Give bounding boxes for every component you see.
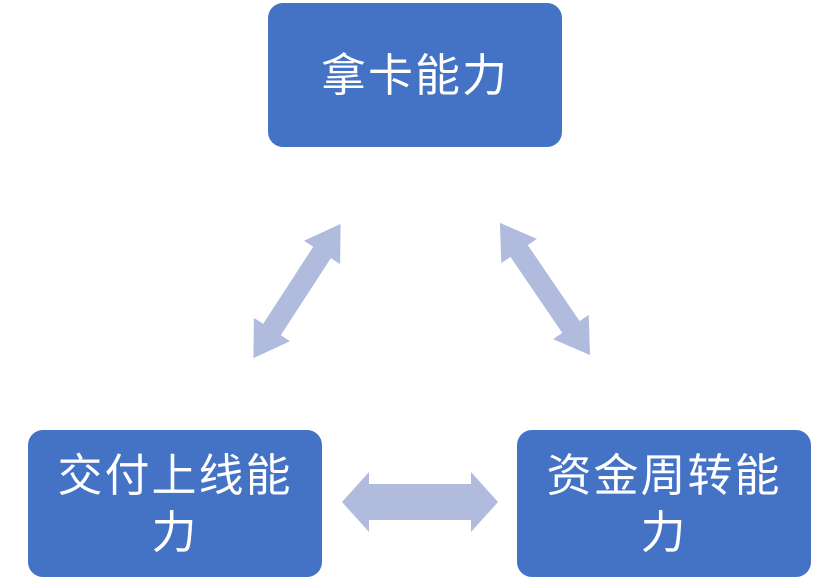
double-arrow-top-bottomright-icon [499,222,591,356]
double-arrow-bottomleft-bottomright-icon [342,472,498,532]
node-label: 交付上线能 力 [57,449,293,558]
double-arrow-top-bottomleft-icon [253,223,341,359]
node-capital-turnover-ability: 资金周转能 力 [517,430,811,577]
node-delivery-launch-ability: 交付上线能 力 [28,430,322,577]
node-label: 拿卡能力 [320,49,509,101]
node-label: 资金周转能 力 [546,449,782,558]
node-card-acquiring-ability: 拿卡能力 [268,3,562,147]
